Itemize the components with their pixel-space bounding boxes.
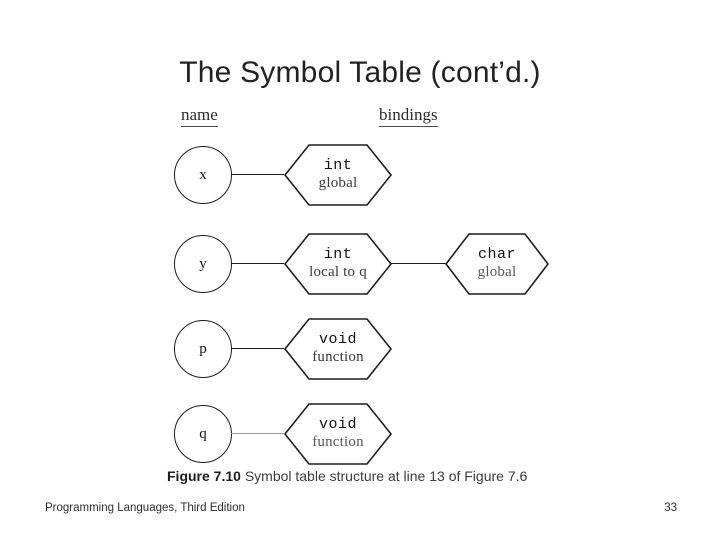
connector-line [390,263,448,264]
figure-caption-text: Symbol table structure at line 13 of Fig… [244,468,528,484]
binding-type: char [477,246,516,264]
hexagon-shape [283,318,393,380]
connector-line [231,174,284,175]
connector-line [231,263,284,264]
connector-line [231,348,284,349]
symbol-row: x int global [0,138,720,212]
hexagon-shape [283,144,393,206]
binding-type: void [318,331,357,349]
footer-book-title: Programming Languages, Third Edition [45,502,245,514]
binding-scope: global [477,264,517,280]
connector-line [231,433,284,434]
binding-node-hexagon: int local to q [283,232,393,296]
binding-type: int [323,246,353,264]
name-node-circle: y [174,235,232,293]
slide-footer: Programming Languages, Third Edition 33 [0,502,720,522]
hexagon-shape [283,233,393,295]
binding-node-hexagon: void function [283,402,393,466]
slide-page-number: 33 [664,502,677,514]
symbol-row: y int local to q char global [0,227,720,301]
hexagon-shape [283,403,393,465]
binding-type: void [318,416,357,434]
figure-number: Figure 7.10 [167,468,241,484]
column-header-bindings: bindings [379,105,438,127]
binding-node-hexagon: void function [283,317,393,381]
binding-scope: function [312,434,364,450]
name-node-circle: x [174,146,232,204]
hexagon-shape [444,233,550,295]
binding-scope: local to q [309,264,367,280]
binding-node-hexagon: char global [444,232,550,296]
page-title: The Symbol Table (cont’d.) [179,56,541,89]
symbol-row: p void function [0,312,720,386]
name-node-circle: p [174,320,232,378]
binding-scope: global [318,175,358,191]
column-header-name: name [181,105,218,127]
binding-node-hexagon: int global [283,143,393,207]
name-node-circle: q [174,405,232,463]
binding-scope: function [312,349,364,365]
figure-caption: Figure 7.10 Symbol table structure at li… [167,468,527,484]
binding-type: int [323,157,353,175]
symbol-row: q void function [0,397,720,471]
